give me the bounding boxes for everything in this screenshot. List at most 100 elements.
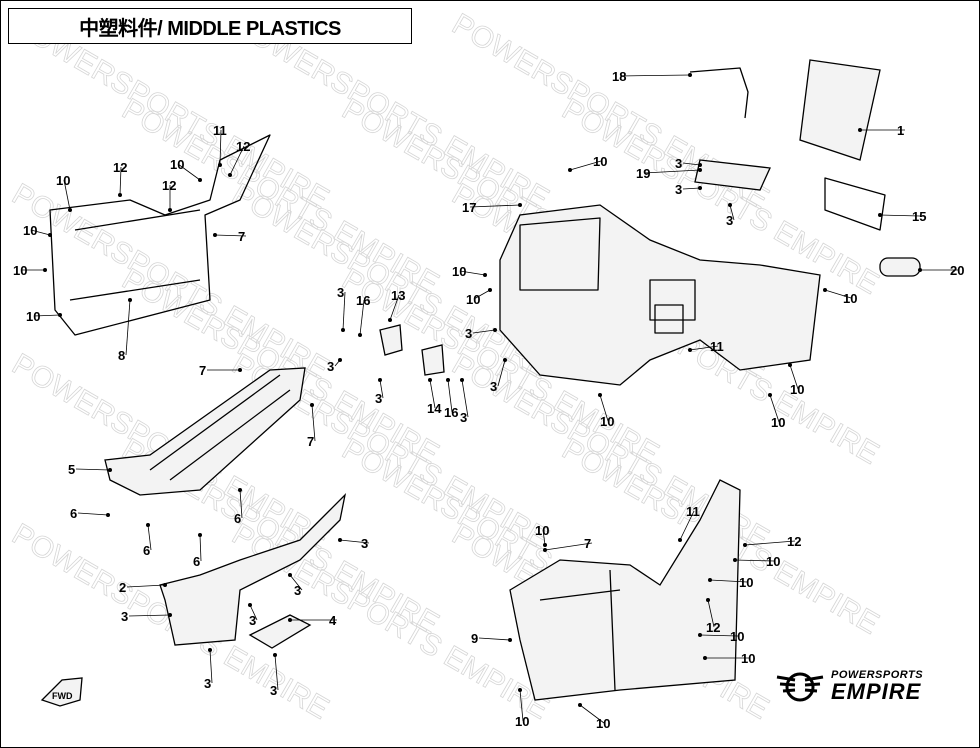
fastener-mark: [543, 548, 547, 552]
leader-line: [478, 637, 511, 641]
callout-label: 10: [843, 291, 857, 306]
fastener-mark: [488, 288, 492, 292]
callout-label: 10: [515, 714, 529, 729]
fastener-mark: [146, 523, 150, 527]
fastener-mark: [568, 168, 572, 172]
leader-line: [239, 489, 243, 519]
leader-line: [473, 289, 491, 300]
callout-label: 12: [162, 178, 176, 193]
part-15-bracket: [824, 177, 886, 231]
leader-line: [219, 129, 222, 166]
callout-label: 11: [710, 339, 724, 354]
callout-label: 10: [170, 157, 184, 172]
leader-line: [461, 379, 469, 418]
fastener-mark: [518, 688, 522, 692]
fastener-mark: [288, 573, 292, 577]
leader-line: [75, 468, 111, 471]
callout-label: 11: [686, 504, 700, 519]
callout-label: 3: [204, 676, 211, 691]
logo-line2: EMPIRE: [831, 679, 922, 704]
fastener-mark: [388, 318, 392, 322]
leader-line: [542, 529, 546, 546]
callout-label: 10: [593, 154, 607, 169]
callout-label: 16: [356, 293, 370, 308]
empire-wings-icon: [776, 672, 824, 701]
fastener-mark: [198, 178, 202, 182]
leader-line: [126, 584, 166, 588]
fastener-mark: [678, 538, 682, 542]
leader-line: [147, 524, 152, 551]
fastener-mark: [518, 203, 522, 207]
part-17-gauge-cluster: [649, 279, 696, 321]
callout-label: 6: [143, 543, 150, 558]
fastener-mark: [428, 378, 432, 382]
leader-line: [734, 559, 775, 562]
fastener-mark: [578, 703, 582, 707]
part-1-cover: [799, 59, 881, 161]
part-17-dashboard: [499, 204, 821, 386]
fastener-mark: [508, 638, 512, 642]
fastener-mark: [543, 543, 547, 547]
leader-line: [824, 289, 852, 299]
callout-label: 12: [787, 534, 801, 549]
fastener-mark: [128, 298, 132, 302]
leader-line: [209, 649, 213, 684]
fastener-mark: [58, 313, 62, 317]
callout-label: 12: [113, 160, 127, 175]
callout-label: 3: [675, 156, 682, 171]
fastener-mark: [43, 268, 47, 272]
fastener-mark: [743, 543, 747, 547]
callout-label: 10: [766, 554, 780, 569]
powersports-empire-logo: POWERSPORTS EMPIRE: [775, 670, 923, 703]
fastener-mark: [733, 558, 737, 562]
fastener-mark: [878, 213, 882, 217]
fastener-mark: [288, 618, 292, 622]
callout-label: 12: [706, 620, 720, 635]
title-box: 中塑料件/ MIDDLE PLASTICS: [8, 8, 412, 44]
leader-line: [214, 234, 247, 237]
leader-line: [229, 145, 245, 176]
fastener-mark: [688, 348, 692, 352]
callout-label: 10: [596, 716, 610, 731]
part-14-clip: [421, 344, 445, 376]
callout-label: 18: [612, 69, 626, 84]
callout-label: 3: [249, 613, 256, 628]
callout-label: 10: [23, 223, 37, 238]
leader-line: [311, 404, 316, 442]
fastener-mark: [198, 533, 202, 537]
callout-label: 3: [375, 391, 382, 406]
callout-label: 3: [460, 410, 467, 425]
leader-line: [729, 204, 735, 221]
callout-label: 3: [675, 182, 682, 197]
callout-label: 16: [444, 405, 458, 420]
fastener-mark: [68, 208, 72, 212]
leader-line: [544, 542, 593, 551]
callout-label: 3: [490, 379, 497, 394]
callout-label: 7: [584, 536, 591, 551]
fastener-mark: [228, 173, 232, 177]
callout-label: 8: [118, 348, 125, 363]
callout-label: 6: [193, 554, 200, 569]
part-9-right-panel: [509, 479, 741, 701]
leader-line: [447, 379, 453, 413]
callout-label: 10: [730, 629, 744, 644]
leader-line: [459, 270, 486, 276]
callout-label: 3: [726, 213, 733, 228]
callout-label: 10: [790, 382, 804, 397]
callout-label: 19: [636, 166, 650, 181]
fastener-mark: [483, 273, 487, 277]
fastener-mark: [108, 468, 112, 472]
fastener-mark: [698, 163, 702, 167]
callout-label: 10: [26, 309, 40, 324]
page-title: 中塑料件/ MIDDLE PLASTICS: [79, 17, 341, 40]
fastener-mark: [698, 168, 702, 172]
leader-line: [472, 329, 496, 334]
part-13-clip: [379, 324, 403, 356]
fastener-mark: [446, 378, 450, 382]
leader-line: [125, 299, 131, 356]
fastener-mark: [208, 648, 212, 652]
callout-label: 14: [427, 401, 442, 416]
fastener-mark: [823, 288, 827, 292]
callout-label: 3: [465, 326, 472, 341]
leader-line: [119, 166, 122, 196]
